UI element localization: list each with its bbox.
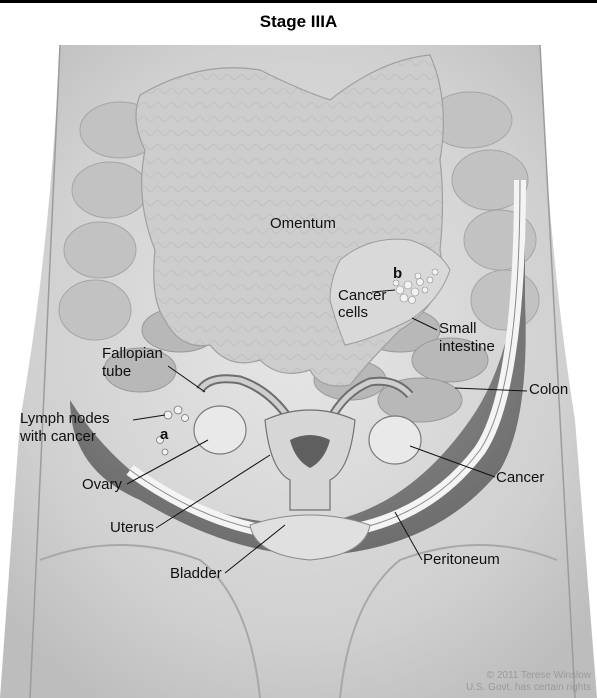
label-cancer-cells-line1: Cancer (338, 287, 386, 305)
label-omentum: Omentum (270, 215, 336, 233)
label-lymph-nodes-line2: with cancer (20, 428, 96, 446)
label-fallopian-tube-line1: Fallopian (102, 345, 163, 363)
copyright-line1: © 2011 Terese Winslow (487, 670, 591, 681)
label-small-intestine-line1: Small (439, 320, 477, 338)
label-cancer-cells-line2: cells (338, 304, 368, 322)
label-bladder: Bladder (170, 565, 222, 583)
label-colon: Colon (529, 381, 568, 399)
diagram-title: Stage IIIA (0, 12, 597, 32)
label-lymph-nodes-line1: Lymph nodes (20, 410, 110, 428)
marker-a: a (160, 426, 168, 443)
label-uterus: Uterus (110, 519, 154, 537)
label-ovary: Ovary (82, 476, 122, 494)
ovary-left (194, 406, 246, 454)
copyright-line2: U.S. Govt. has certain rights (466, 682, 591, 693)
marker-b: b (393, 265, 402, 282)
label-cancer: Cancer (496, 469, 544, 487)
label-fallopian-tube-line2: tube (102, 363, 131, 381)
ovary-right (369, 416, 421, 464)
label-small-intestine-line2: intestine (439, 338, 495, 356)
label-peritoneum: Peritoneum (423, 551, 500, 569)
